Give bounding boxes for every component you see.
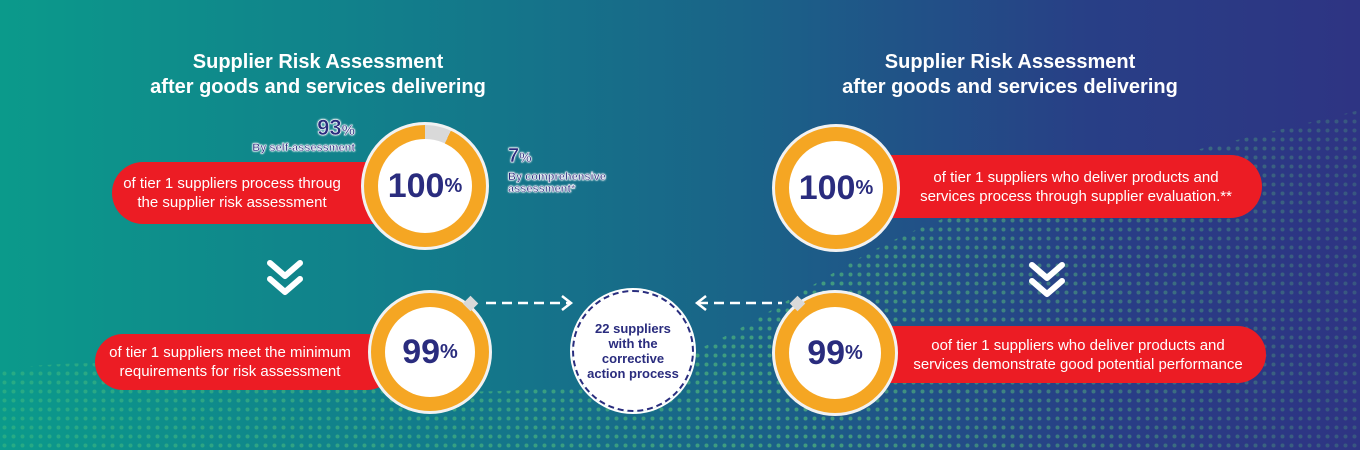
right-stat2-pill: oof tier 1 suppliers who deliver product…	[840, 326, 1266, 383]
double-chevron-down-icon	[267, 260, 303, 295]
left-donut-99-value: 99%	[385, 307, 475, 397]
left-donut-100-value: 100%	[378, 139, 472, 233]
self-assessment-label: By self-assessment	[252, 142, 355, 155]
right-donut-99: 99%	[772, 290, 898, 416]
left-title-line1: Supplier Risk Assessment	[192, 51, 444, 73]
self-assessment-percent: 93%	[317, 115, 355, 141]
right-title: Supplier Risk Assessment after goods and…	[770, 50, 1250, 100]
double-chevron-down-icon	[1029, 262, 1065, 297]
right-title-line2: after goods and services delivering	[842, 76, 1178, 98]
left-donut-100: 100%	[361, 122, 489, 250]
comprehensive-percent: 7%	[508, 145, 532, 168]
right-donut-99-value: 99%	[789, 307, 881, 399]
right-stat1-pill: of tier 1 suppliers who deliver products…	[840, 155, 1262, 218]
dashed-arrow-right-icon	[486, 295, 574, 311]
right-donut-100: 100%	[772, 124, 900, 252]
right-title-line1: Supplier Risk Assessment	[884, 51, 1136, 73]
left-title: Supplier Risk Assessment after goods and…	[78, 50, 558, 100]
dashed-arrow-left-icon	[694, 295, 782, 311]
left-title-line2: after goods and services delivering	[150, 76, 486, 98]
right-donut-100-value: 100%	[789, 141, 883, 235]
left-donut-99: 99%	[368, 290, 492, 414]
